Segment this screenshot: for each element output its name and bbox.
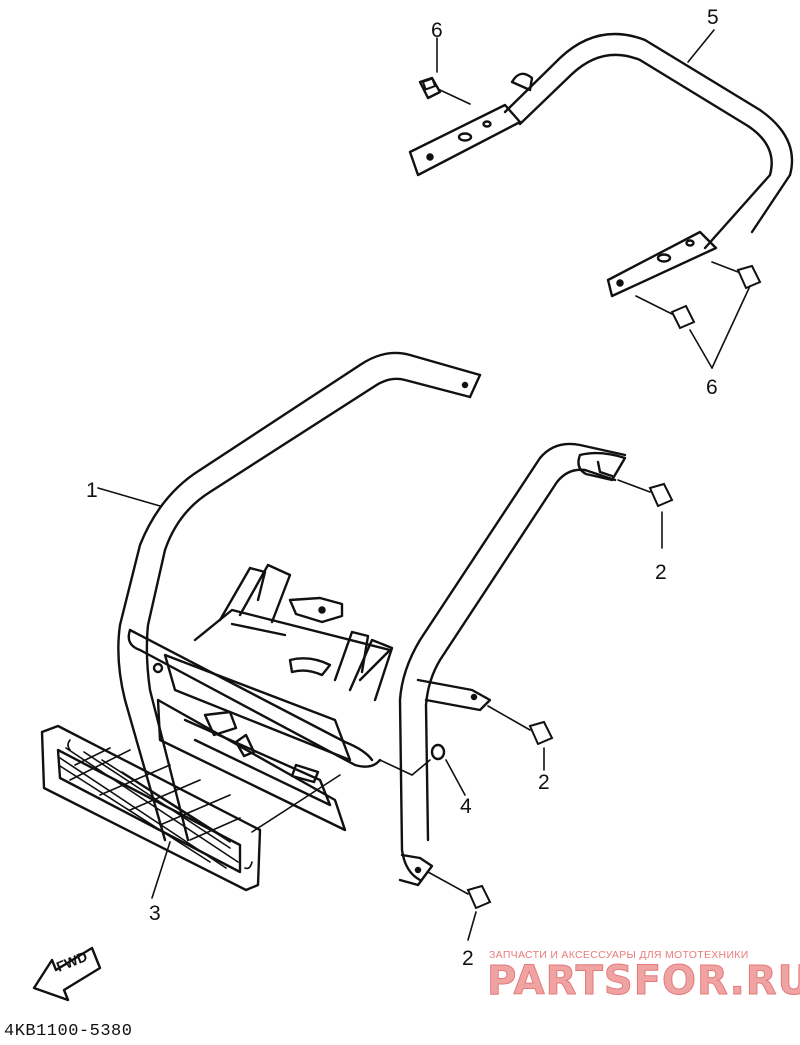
callout-part-6-lower: 6 — [706, 376, 718, 399]
callout-part-1: 1 — [86, 479, 98, 502]
callout-part-2-middle: 2 — [538, 771, 550, 794]
part-1-front-guard — [117, 351, 627, 887]
part-6-bolt-upper — [418, 76, 471, 105]
part-2-bolt-upper — [617, 479, 674, 508]
callout-part-5: 5 — [707, 6, 719, 29]
part-3-grille-plate — [40, 724, 341, 899]
part-6-bolt-right-upper — [711, 261, 762, 290]
watermark-brand: PARTSFOR.RU — [486, 958, 800, 1005]
callout-part-2-upper: 2 — [655, 561, 667, 584]
part-5-rear-bar — [408, 32, 794, 298]
fwd-arrow-icon — [32, 946, 102, 1002]
callout-part-4: 4 — [460, 795, 472, 818]
part-2-bolt-middle — [487, 705, 554, 746]
part-6-bolt-right-lower — [635, 295, 696, 330]
callout-part-2-lower: 2 — [462, 947, 474, 970]
callout-part-3: 3 — [149, 902, 161, 925]
callout-part-6-upper: 6 — [431, 19, 443, 42]
drawing-code: 4KB1100-5380 — [4, 1022, 133, 1041]
part-4-washer — [379, 743, 466, 796]
watermark-tagline: ЗАПЧАСТИ И АКСЕССУАРЫ ДЛЯ МОТОТЕХНИКИ — [489, 949, 749, 961]
part-2-bolt-lower — [427, 871, 492, 910]
